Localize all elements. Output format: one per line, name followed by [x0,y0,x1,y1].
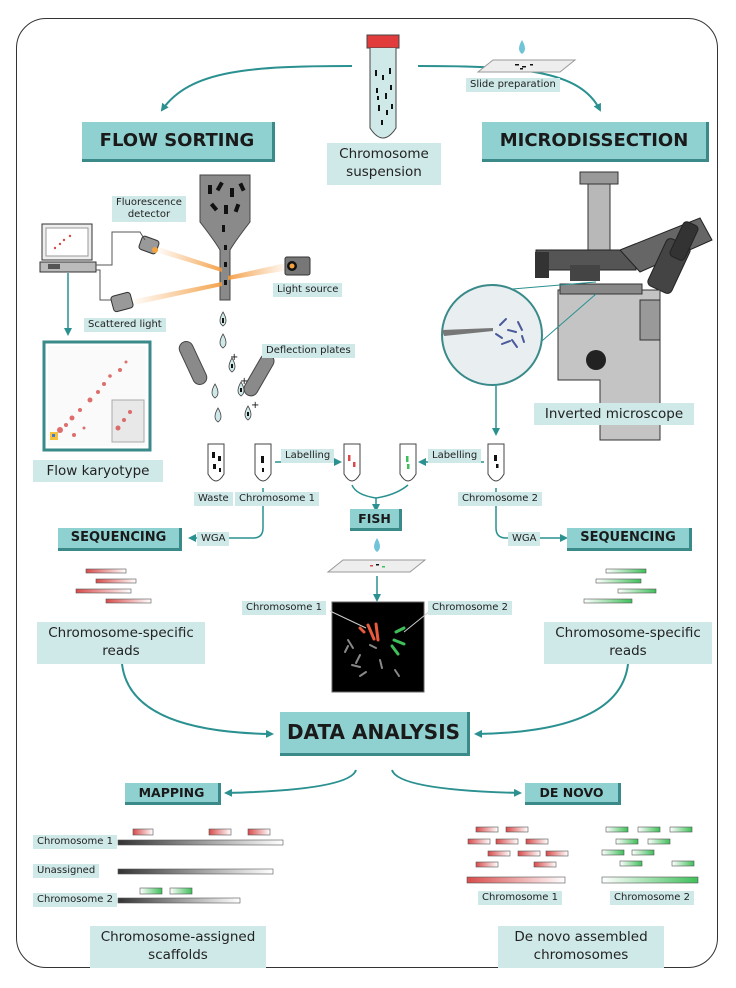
inverted-microscope-box: Inverted microscope [534,403,694,425]
magnified-field [441,284,543,386]
chromosome-suspension-line-1: Chromosome [339,146,429,162]
denovo-red-reads [466,826,569,884]
reads-right [583,568,657,604]
wga-arrows [188,488,568,542]
fish-chromosome-1-label: Chromosome 1 [242,601,326,615]
data-analysis-arrows [121,663,629,797]
de-novo-header: DE NOVO [525,783,621,805]
light-source-beam [228,262,290,280]
fluorescence-detector-device [138,235,160,255]
mapping-header: MAPPING [125,783,221,805]
waste-label: Waste [194,492,233,506]
deflection-plates-label: Deflection plates [262,344,355,358]
reads-left-box: Chromosome-specific reads [37,622,205,664]
scaffolds-line-2: scaffolds [148,947,208,963]
fish-slide [326,538,427,573]
flow-sorting-header: FLOW SORTING [82,122,275,162]
labelling-left-label: Labelling [281,449,335,463]
flow-karyotype-box: Flow karyotype [33,460,163,482]
wga-right-label: WGA [508,532,541,546]
collection-tubes [207,443,505,482]
fish-image [331,601,425,693]
scattered-light-label: Scattered light [84,318,166,332]
reads-left-line-2: reads [102,643,140,659]
assembled-line-2: chromosomes [533,947,629,963]
denovo-green-reads [601,826,699,884]
fluorescence-beam [155,246,222,272]
assembled-line-1: De novo assembled [514,929,648,945]
flow-karyotype-plot [42,340,152,452]
fluorescence-detector-line-1: Fluorescence [116,197,182,208]
inverted-microscope-graphic [535,171,713,441]
svg-text:+: + [230,352,238,363]
map-chromosome-1-label: Chromosome 1 [33,835,117,849]
light-source-label: Light source [273,283,343,297]
droplet-chromosomes [222,318,249,416]
scaffolds-box: Chromosome-assigned scaffolds [90,926,266,968]
microdissection-header: MICRODISSECTION [482,122,709,162]
device-cables [96,231,146,301]
figure-frame [16,18,718,968]
scattered-light-beam [130,282,222,306]
slide-preparation-graphic [476,40,577,73]
chromosome-suspension-line-2: suspension [346,164,422,180]
denovo-chromosome-2-label: Chromosome 2 [610,891,694,905]
deflection-plate-left [178,340,208,386]
sequencing-left-header: SEQUENCING [58,528,182,551]
data-analysis-header: DATA ANALYSIS [280,712,470,756]
scaffolds-line-1: Chromosome-assigned [100,929,256,945]
top-arrows [160,65,601,112]
wga-left-label: WGA [197,532,230,546]
deflection-plate-right [243,353,275,397]
slide-preparation-label: Slide preparation [466,78,560,92]
fluorescence-detector-line-2: detector [127,209,171,220]
sequencing-right-header: SEQUENCING [567,528,692,551]
svg-text:+: + [251,400,259,411]
light-source-box [284,256,311,276]
denovo-chromosome-1-label: Chromosome 1 [478,891,562,905]
suspension-tube [366,34,400,139]
map-chromosome-2-label: Chromosome 2 [33,893,117,907]
reads-left [75,568,152,604]
chromosome-2-label: Chromosome 2 [458,492,542,506]
svg-text:+: + [240,376,248,387]
flow-nozzle [199,174,251,301]
reads-right-box: Chromosome-specific reads [544,622,712,664]
chromosome-suspension-box: Chromosome suspension [327,143,441,185]
mapping-bars [117,828,284,904]
fish-header: FISH [350,509,402,531]
reads-left-line-1: Chromosome-specific [48,625,194,641]
chromosome-1-label: Chromosome 1 [235,492,319,506]
fluorescence-detector-label: Fluorescence detector [112,196,186,222]
map-unassigned-label: Unassigned [33,864,100,878]
charge-signs: + + + [230,352,259,411]
reads-right-line-2: reads [609,643,647,659]
fish-chromosome-2-label: Chromosome 2 [428,601,512,615]
droplets [211,311,252,423]
fish-pointer-lines [329,610,431,633]
labelling-right-label: Labelling [428,449,482,463]
computer-graphic [39,223,97,273]
scattered-light-device [110,291,134,313]
reads-right-line-1: Chromosome-specific [555,625,701,641]
assembled-box: De novo assembled chromosomes [498,926,664,968]
